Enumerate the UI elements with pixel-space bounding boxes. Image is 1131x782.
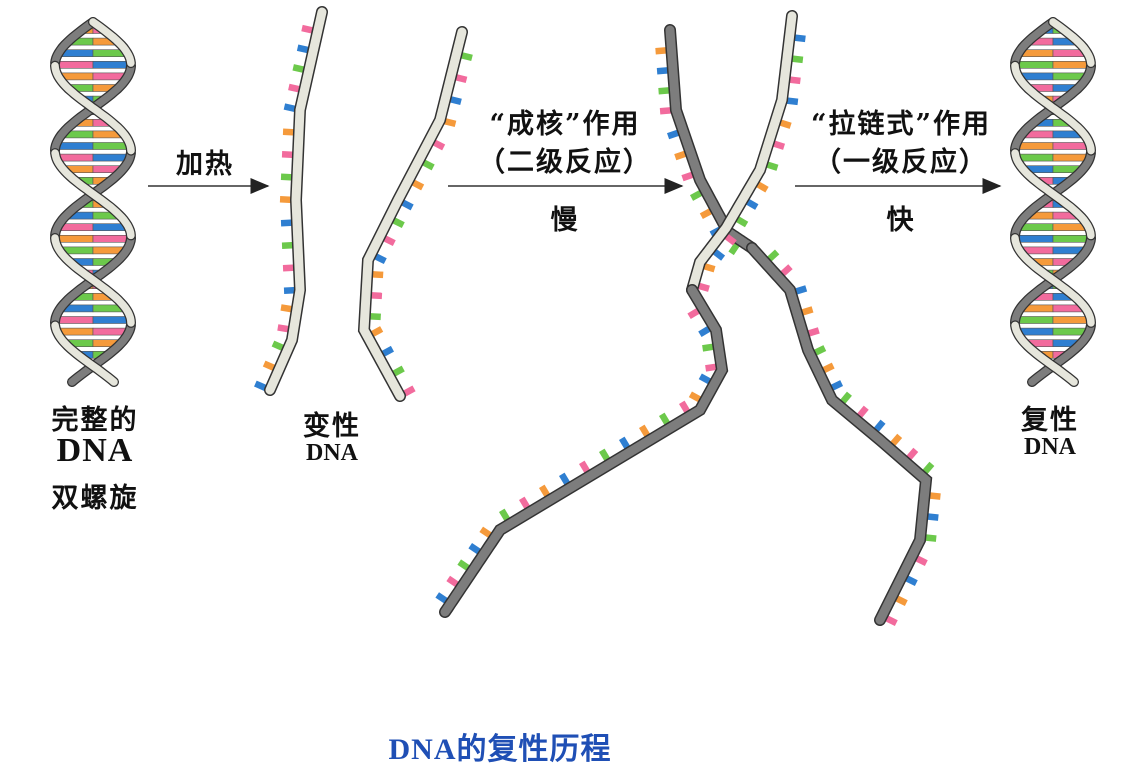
diagram-caption: DNA的复性历程 <box>388 733 612 766</box>
base-pair <box>59 246 127 255</box>
base-tick <box>839 391 852 406</box>
base-pair <box>1014 316 1092 324</box>
denatured-label-line1: 变性 <box>303 411 361 442</box>
base-tick <box>723 232 737 246</box>
step-zippering-label: “拉链式”作用 <box>810 109 992 140</box>
renatured-label-line2: DNA <box>1024 434 1076 460</box>
base-tick <box>468 542 482 556</box>
step-heating-label: 加热 <box>176 149 234 180</box>
base-pair <box>55 153 131 162</box>
base-tick <box>279 196 293 204</box>
base-tick <box>696 282 710 292</box>
base-tick <box>889 433 903 448</box>
base-tick <box>435 592 449 605</box>
base-tick <box>283 103 297 113</box>
base-tick <box>779 264 793 278</box>
intact-double-helix <box>50 17 136 387</box>
base-tick <box>479 526 493 539</box>
denatured-single-strands <box>254 6 473 402</box>
base-pair <box>58 49 128 58</box>
step-nucleation-order: （二级反应） <box>478 147 652 178</box>
intact-label-line1: 完整的 <box>51 405 139 436</box>
base-pair <box>57 72 129 81</box>
base-pair <box>1015 153 1091 162</box>
base-tick <box>457 559 471 572</box>
base-pair <box>57 223 129 231</box>
step-nucleation-speed: 慢 <box>550 205 580 236</box>
base-tick <box>734 215 749 228</box>
step-zippering-speed: 快 <box>886 205 916 236</box>
base-pair <box>1014 235 1092 243</box>
base-tick <box>446 575 460 588</box>
base-pair <box>1018 49 1088 58</box>
base-tick <box>667 129 681 140</box>
base-tick <box>443 117 457 128</box>
intact-label-line3: 双螺旋 <box>51 483 139 514</box>
base-pair <box>1015 142 1091 150</box>
base-tick <box>380 345 395 358</box>
base-pair <box>1017 72 1089 81</box>
base-tick <box>688 391 703 403</box>
base-pair <box>1017 223 1089 231</box>
denatured-label-line2: DNA <box>306 440 358 466</box>
base-pair <box>1014 60 1092 69</box>
base-pair <box>1016 327 1090 336</box>
base-tick <box>296 44 311 54</box>
base-pair <box>55 142 131 150</box>
base-tick <box>391 365 405 378</box>
base-tick <box>921 461 935 476</box>
base-pair <box>56 327 130 336</box>
base-pair <box>1019 246 1087 255</box>
base-pair <box>54 60 132 69</box>
nucleation-strands <box>435 10 941 627</box>
base-pair <box>1021 130 1085 139</box>
intact-label-line2: DNA <box>56 432 134 469</box>
step-zippering-order: （一级反应） <box>814 147 988 178</box>
base-tick <box>926 513 939 521</box>
base-tick <box>905 447 919 462</box>
base-tick <box>923 534 937 542</box>
base-tick <box>928 492 941 500</box>
step-nucleation-label: “成核”作用 <box>489 109 641 140</box>
renatured-double-helix <box>1010 17 1096 387</box>
base-pair <box>54 235 132 243</box>
base-pair <box>1019 304 1087 313</box>
base-pair <box>54 316 132 324</box>
base-tick <box>674 150 688 161</box>
base-tick <box>744 198 759 210</box>
base-pair <box>61 130 125 139</box>
renatured-label-line1: 复性 <box>1021 405 1079 436</box>
base-pair <box>59 304 127 313</box>
